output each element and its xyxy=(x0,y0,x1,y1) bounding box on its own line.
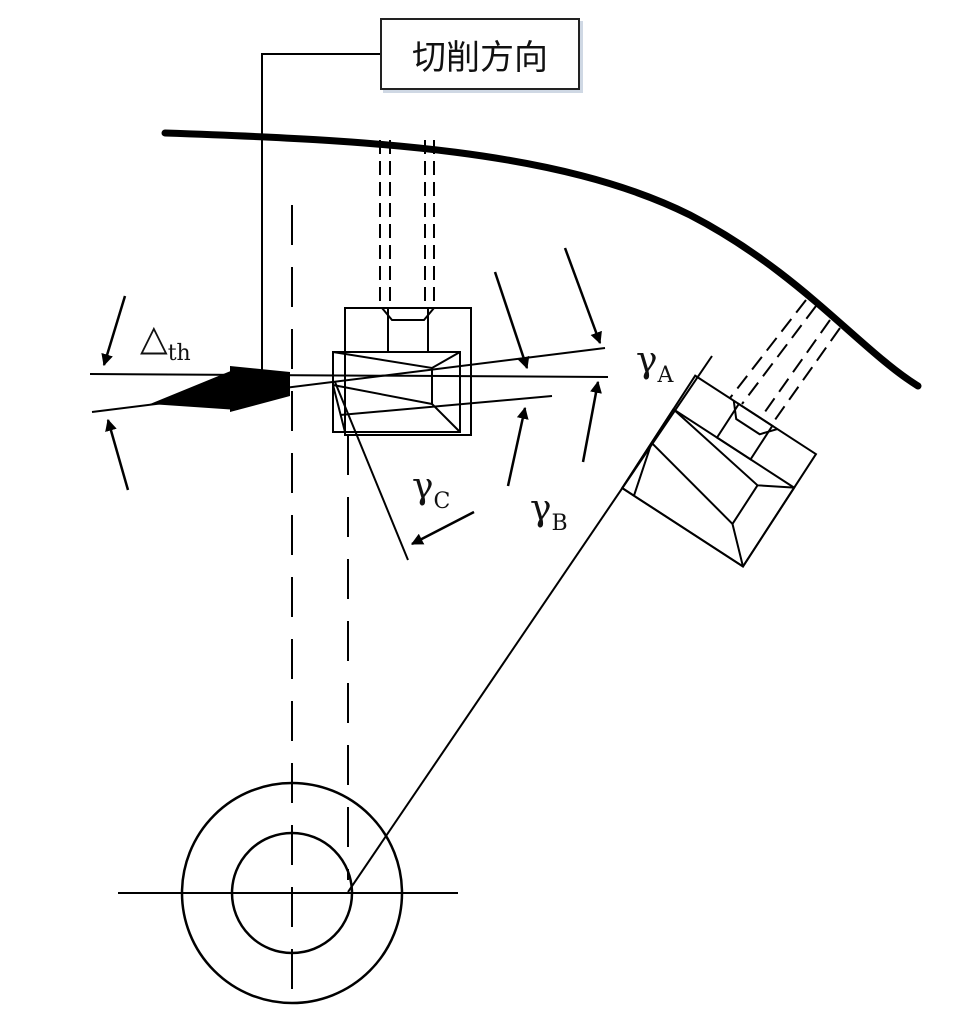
gamma-c-main: γ xyxy=(412,466,434,507)
dim-arrow-delta-bottom xyxy=(105,418,130,491)
rotated-dashed-3 xyxy=(761,319,831,417)
rotated-tool-block xyxy=(620,374,818,568)
dim-arrow-gamma-b-2 xyxy=(581,380,602,463)
center-tool-block xyxy=(332,307,472,436)
gamma-c-sub: C xyxy=(433,489,451,514)
dim-arrow-gamma-a-2 xyxy=(563,247,602,345)
label-leader-line xyxy=(261,53,380,378)
gamma-a-sub: A xyxy=(657,363,674,388)
cutting-direction-label-box: 切削方向 xyxy=(380,18,580,90)
rotated-dashed-2 xyxy=(741,305,817,405)
cutting-direction-arrow-body xyxy=(230,366,290,412)
delta-symbol-sub: th xyxy=(167,341,191,366)
cutting-direction-label: 切削方向 xyxy=(412,37,548,78)
rotated-dashed-1 xyxy=(729,299,807,399)
rotated-dashed-4 xyxy=(771,327,841,425)
gamma-a-symbol: γA xyxy=(636,340,673,388)
delta-th-symbol: △th xyxy=(140,318,191,366)
gamma-c-symbol: γC xyxy=(412,466,450,514)
rake-line-b xyxy=(339,395,553,416)
rake-line-c xyxy=(334,381,409,561)
dim-arrow-gamma-a-1 xyxy=(493,271,530,370)
gamma-b-sub: B xyxy=(551,511,568,536)
gamma-b-symbol: γB xyxy=(530,488,568,536)
gamma-b-main: γ xyxy=(530,488,552,529)
reference-line-horizontal xyxy=(89,373,609,378)
delta-symbol-main: △ xyxy=(140,318,168,359)
radial-line xyxy=(347,355,713,893)
dim-arrow-gamma-c xyxy=(410,510,475,546)
dim-arrow-gamma-b-1 xyxy=(506,406,529,487)
gamma-a-main: γ xyxy=(636,340,658,381)
dim-arrow-delta-top xyxy=(101,295,127,367)
workpiece-surface-curve xyxy=(161,129,922,390)
